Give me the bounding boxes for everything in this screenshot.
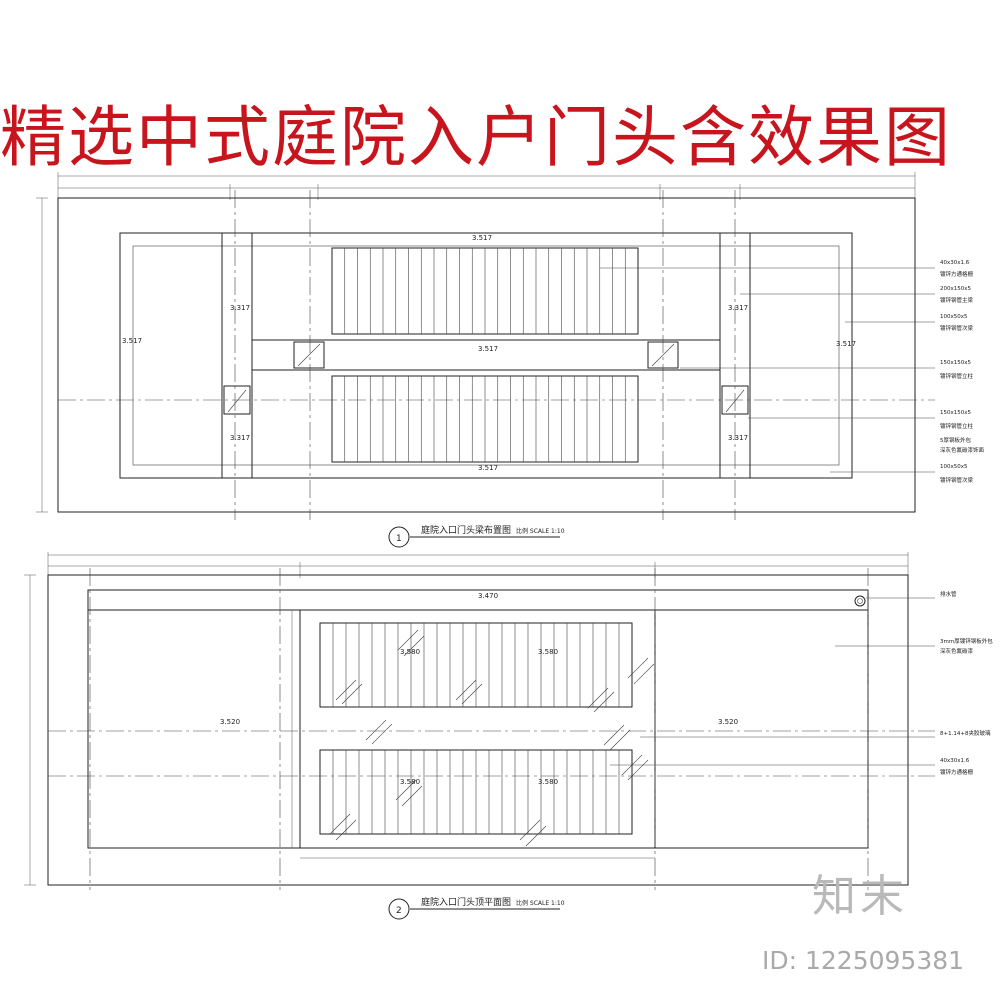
elev-label: 3.317 (728, 434, 748, 442)
elev-label: 3.580 (538, 648, 558, 656)
callout-label: 镀锌钢管主梁 (940, 296, 974, 304)
plan2-number: 2 (396, 906, 402, 916)
elev-label: 3.580 (538, 778, 558, 786)
callout-label: 200x150x5 (940, 286, 972, 292)
plan1-lower-slats (344, 376, 626, 462)
elev-label: 3.517 (472, 234, 492, 242)
callout-label: 3mm厚镀锌钢板外包 (940, 637, 993, 645)
callout-label: 镀锌方通格栅 (940, 270, 974, 278)
plan2-scale: 比例 SCALE 1:10 (516, 899, 565, 907)
plan1-number-circle (388, 526, 410, 548)
elev-label: 3.517 (478, 345, 498, 353)
drain-pipe-inner (857, 598, 863, 604)
callout-label: 镀锌钢管次梁 (940, 324, 974, 332)
plan1-mid-beam (251, 339, 721, 371)
elev-label: 3.520 (220, 718, 240, 726)
elev-label: 3.317 (230, 304, 250, 312)
elev-label: 3.580 (400, 778, 420, 786)
post-hatch (297, 343, 321, 367)
plan1-title: 庭院入口门头梁布置图 (421, 524, 511, 536)
plan1-callouts: 40x30x1.6 镀锌方通格栅 200x150x5 镀锌钢管主梁 100x50x5 镀锌… (940, 260, 985, 484)
plan2-title: 庭院入口门头顶平面图 (421, 896, 511, 908)
callout-label: 镀锌钢管次梁 (940, 476, 974, 484)
plan1-frame-inner (132, 245, 840, 466)
banner-title: 精选中式庭院入户门头含效果图 (0, 99, 952, 176)
callout-label: 100x50x5 (940, 314, 968, 320)
callout-label: 8+1.14+8夹胶玻璃 (940, 729, 991, 737)
elev-label: 3.517 (836, 340, 856, 348)
elev-label: 3.317 (728, 304, 748, 312)
post-hatch (651, 343, 675, 367)
plan2-canopy (87, 589, 869, 849)
plan2-number-circle (388, 898, 410, 920)
plan2-glass-frame (299, 609, 656, 849)
watermark-id: ID: 1225095381 (762, 946, 965, 975)
plan2-lower-slats (332, 750, 620, 834)
callout-label: 镀锌钢管立柱 (940, 372, 974, 380)
callout-label: 150x150x5 (940, 410, 972, 416)
plan1-frame (119, 232, 853, 479)
plan1-scale: 比例 SCALE 1:10 (516, 527, 565, 535)
plan1-number: 1 (396, 534, 402, 544)
plan1-drawing: 3.517 3.517 3.517 3.317 3.317 3.317 3.31… (36, 172, 985, 548)
plan2-outer-slab (47, 574, 909, 886)
callout-label: 150x150x5 (940, 360, 972, 366)
elev-label: 3.470 (478, 592, 498, 600)
callout-label: 镀锌钢管立柱 (940, 422, 974, 430)
elev-label: 3.520 (718, 718, 738, 726)
callout-label: 排水管 (940, 590, 957, 598)
callout-label: 深灰色氟碳漆 (940, 647, 974, 655)
plan2-drawing: 3.470 3.580 3.580 3.580 3.580 3.520 3.52… (24, 552, 993, 920)
callout-label: 深灰色氟碳漆饰面 (940, 446, 985, 454)
glass-hatching (329, 629, 655, 847)
plan2-upper-slats (332, 623, 620, 707)
callout-label: 镀锌方通格栅 (940, 768, 974, 776)
plan1-post-box (293, 341, 325, 369)
elev-label: 3.580 (400, 648, 420, 656)
watermark-logo: 知末 (812, 871, 908, 922)
callout-label: 40x30x1.6 (940, 260, 970, 266)
plan1-upper-slats (344, 248, 626, 334)
callout-label: 5厚钢板外包 (940, 436, 971, 444)
elev-label: 3.317 (230, 434, 250, 442)
drain-pipe-icon (854, 595, 866, 607)
elev-label: 3.517 (478, 464, 498, 472)
plan1-outer-slab (57, 197, 916, 513)
callout-label: 100x50x5 (940, 464, 968, 470)
post-hatch (227, 389, 247, 413)
elev-label: 3.517 (122, 337, 142, 345)
callout-label: 40x30x1.6 (940, 758, 970, 764)
